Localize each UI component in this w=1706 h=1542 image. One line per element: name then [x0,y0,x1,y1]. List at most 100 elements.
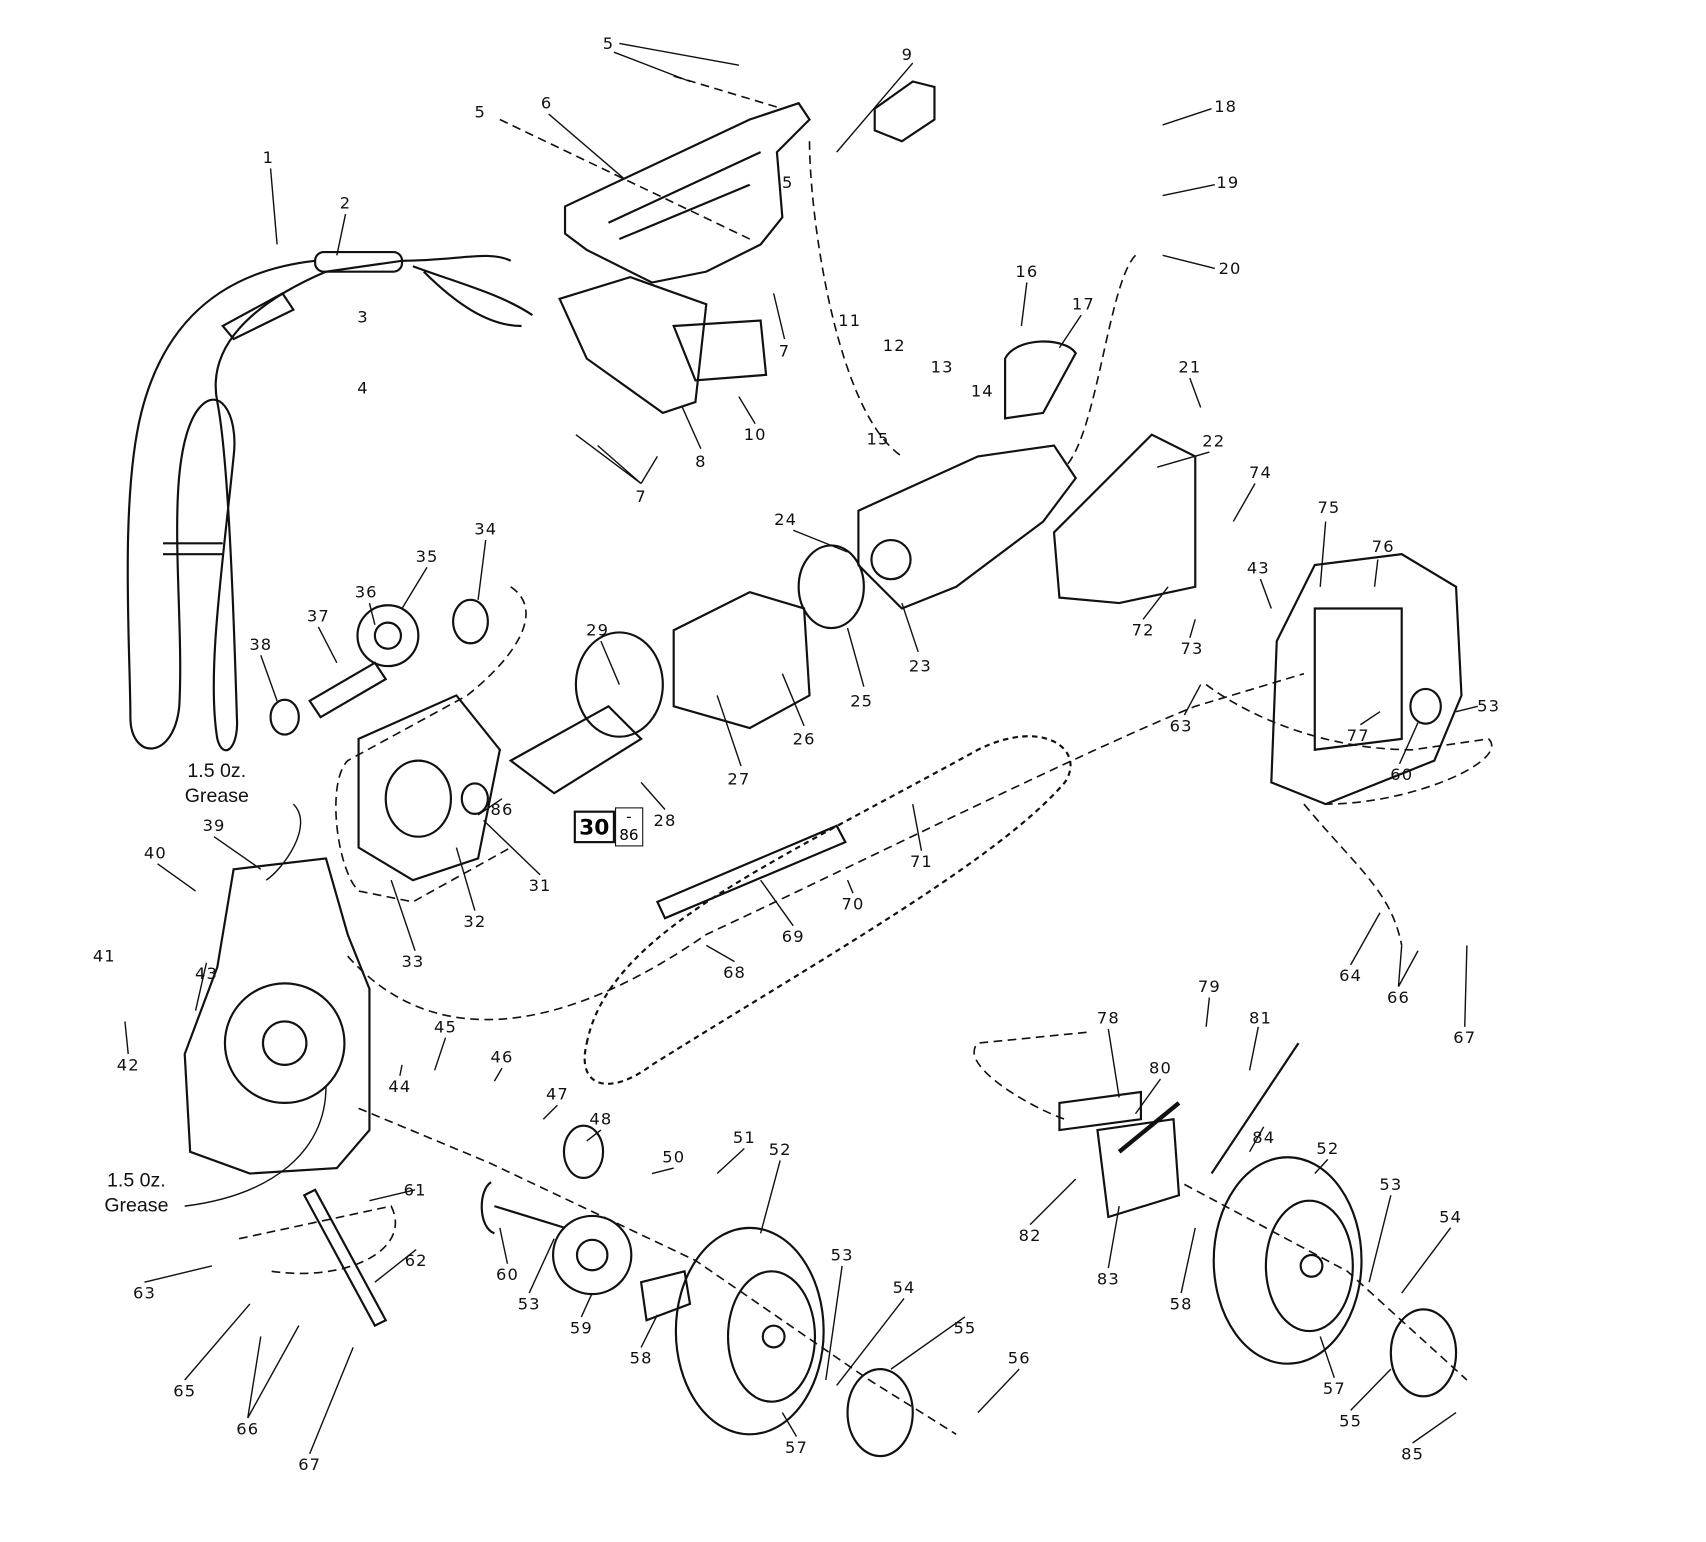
reference-number: 30 [573,810,615,844]
part-label-58: 58 [1169,1294,1193,1314]
part-label-54: 54 [892,1277,916,1298]
part-label-51: 51 [732,1127,756,1148]
part-label-70: 70 [841,894,865,914]
part-label-83: 83 [1096,1269,1120,1289]
leader-lines [124,42,1478,1455]
part-label-75: 75 [1317,497,1341,518]
grease-word: Grease [184,784,249,807]
tension-arm [302,1188,388,1328]
right-frame [1270,553,1463,806]
part-label-55: 55 [953,1318,977,1338]
part-label-53: 53 [1477,696,1501,717]
part-label-39: 39 [202,816,226,836]
part-label-68: 68 [723,962,747,983]
part-label-32: 32 [463,911,487,932]
part-label-10: 10 [743,424,767,445]
part-label-2: 2 [339,193,352,213]
part-label-82: 82 [1018,1225,1042,1246]
part-label-34: 34 [474,519,498,539]
part-label-53: 53 [517,1294,541,1314]
part-label-63: 63 [1169,716,1193,736]
part-label-55: 55 [1339,1411,1363,1432]
part-label-20: 20 [1218,258,1242,279]
part-label-48: 48 [589,1109,613,1129]
part-label-54: 54 [1439,1207,1463,1227]
part-label-85: 85 [1401,1444,1425,1464]
part-label-15: 15 [866,429,890,449]
part-label-74: 74 [1248,462,1272,483]
part-label-52: 52 [1316,1138,1340,1159]
part-label-35: 35 [415,546,439,567]
part-label-77: 77 [1346,725,1370,746]
assembly-lines [238,75,1493,1436]
part-label-16: 16 [1015,261,1039,282]
part-label-3: 3 [357,307,369,328]
part-label-80: 80 [1149,1058,1172,1078]
part-label-72: 72 [1131,620,1155,641]
gear-parts [269,598,489,736]
reference-fraction: - 86 [614,807,643,847]
part-label-37: 37 [306,606,330,626]
part-label-84: 84 [1252,1127,1276,1148]
part-label-33: 33 [401,951,425,972]
grease-amount: 1.5 0z. [107,1169,166,1191]
grease-note-bottom: 1.5 0z. Grease [104,1168,168,1218]
part-label-38: 38 [249,634,273,655]
part-label-58: 58 [629,1348,653,1369]
part-label-45: 45 [434,1017,457,1037]
part-label-27: 27 [727,769,751,789]
part-label-9: 9 [901,44,914,65]
part-label-46: 46 [490,1047,514,1068]
part-label-17: 17 [1071,294,1095,315]
part-label-11: 11 [838,310,862,331]
part-label-69: 69 [781,926,805,947]
part-label-76: 76 [1371,536,1395,557]
gear-case [183,857,371,1175]
part-label-57: 57 [1322,1378,1346,1399]
part-label-14: 14 [970,381,994,401]
part-label-81: 81 [1248,1008,1272,1028]
part-label-43: 43 [194,963,218,984]
part-label-12: 12 [882,335,906,356]
part-label-59: 59 [569,1318,593,1338]
part-label-60: 60 [1390,764,1414,785]
part-label-21: 21 [1178,357,1202,378]
part-label-67: 67 [1453,1027,1477,1048]
handle-part [558,80,936,415]
part-label-29: 29 [586,620,610,641]
part-label-24: 24 [774,509,798,530]
part-label-57: 57 [785,1437,808,1458]
part-label-4: 4 [357,378,369,398]
part-label-40: 40 [143,843,167,863]
part-label-61: 61 [403,1180,427,1200]
part-label-62: 62 [404,1250,428,1271]
part-label-42: 42 [116,1055,140,1075]
part-label-23: 23 [908,656,932,676]
blade-guide [655,824,847,920]
part-label-52: 52 [768,1139,792,1160]
part-label-79: 79 [1197,976,1221,997]
part-label-7: 7 [635,486,647,507]
part-label-31: 31 [528,875,552,896]
part-label-43: 43 [1246,558,1270,579]
part-label-18: 18 [1214,96,1238,117]
part-label-41: 41 [92,946,116,966]
part-label-73: 73 [1180,638,1204,659]
part-label-78: 78 [1096,1008,1120,1028]
fraction-top: - [626,808,632,826]
part-label-22: 22 [1202,431,1226,451]
part-label-8: 8 [695,452,707,472]
part-label-19: 19 [1216,172,1240,193]
part-label-5: 5 [474,102,487,122]
fraction-bottom: 86 [619,826,639,845]
part-label-71: 71 [909,851,933,872]
part-label-36: 36 [354,582,378,602]
part-label-28: 28 [653,810,677,831]
part-label-56: 56 [1007,1348,1031,1369]
saw-blade-loop [583,735,1072,1085]
power-cord [126,251,534,752]
part-label-50: 50 [662,1147,686,1168]
part-label-47: 47 [545,1084,569,1104]
